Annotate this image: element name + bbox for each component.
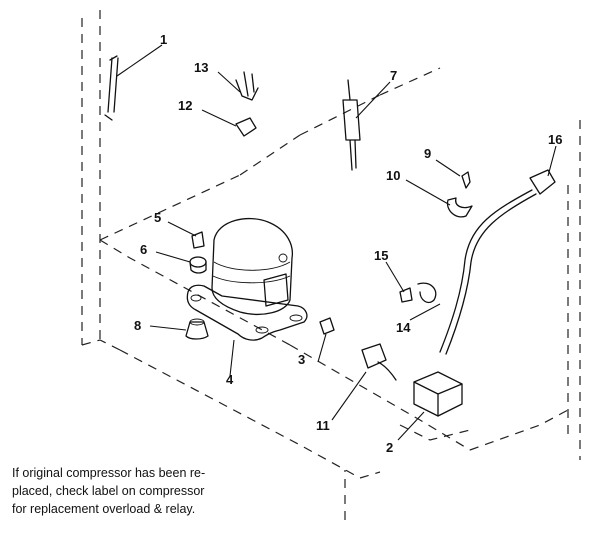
- part-7-sensor: [342, 79, 391, 171]
- part-4-compressor: [186, 218, 308, 377]
- note-line-3: for replacement overload & relay.: [12, 502, 196, 516]
- callout-5: 5: [154, 210, 161, 225]
- callout-3: 3: [298, 352, 305, 367]
- callout-15: 15: [374, 248, 388, 263]
- part-6-grommet: [155, 251, 207, 274]
- part-16-power-cord: [439, 145, 557, 355]
- part-14-strain-relief: [409, 282, 441, 321]
- note-line-1: If original compressor has been re-: [12, 466, 206, 480]
- part-12-connector: [201, 109, 257, 137]
- callout-2: 2: [386, 440, 393, 455]
- part-10-clamp: [405, 179, 473, 218]
- callout-6: 6: [140, 242, 147, 257]
- part-15-screw: [385, 261, 413, 303]
- part-8-rubber-foot: [149, 318, 209, 340]
- callout-9: 9: [424, 146, 431, 161]
- part-9-screw: [435, 159, 471, 189]
- part-3-connector: [317, 317, 335, 363]
- callout-4: 4: [226, 372, 234, 387]
- callout-12: 12: [178, 98, 192, 113]
- callout-7: 7: [390, 68, 397, 83]
- cabinet-outline: [81, 10, 581, 520]
- callout-8: 8: [134, 318, 141, 333]
- part-13-terminal-clip: [217, 71, 259, 101]
- part-1-capillary-tube: [104, 44, 163, 121]
- part-11-relay: [331, 343, 397, 421]
- callout-11: 11: [316, 418, 330, 433]
- note-line-2: placed, check label on compressor: [12, 484, 205, 498]
- callout-1: 1: [160, 32, 167, 47]
- callout-16: 16: [548, 132, 562, 147]
- part-2-overload: [397, 371, 463, 441]
- part-5-screw: [167, 221, 205, 249]
- callout-14: 14: [396, 320, 411, 335]
- callout-13: 13: [194, 60, 208, 75]
- callout-10: 10: [386, 168, 400, 183]
